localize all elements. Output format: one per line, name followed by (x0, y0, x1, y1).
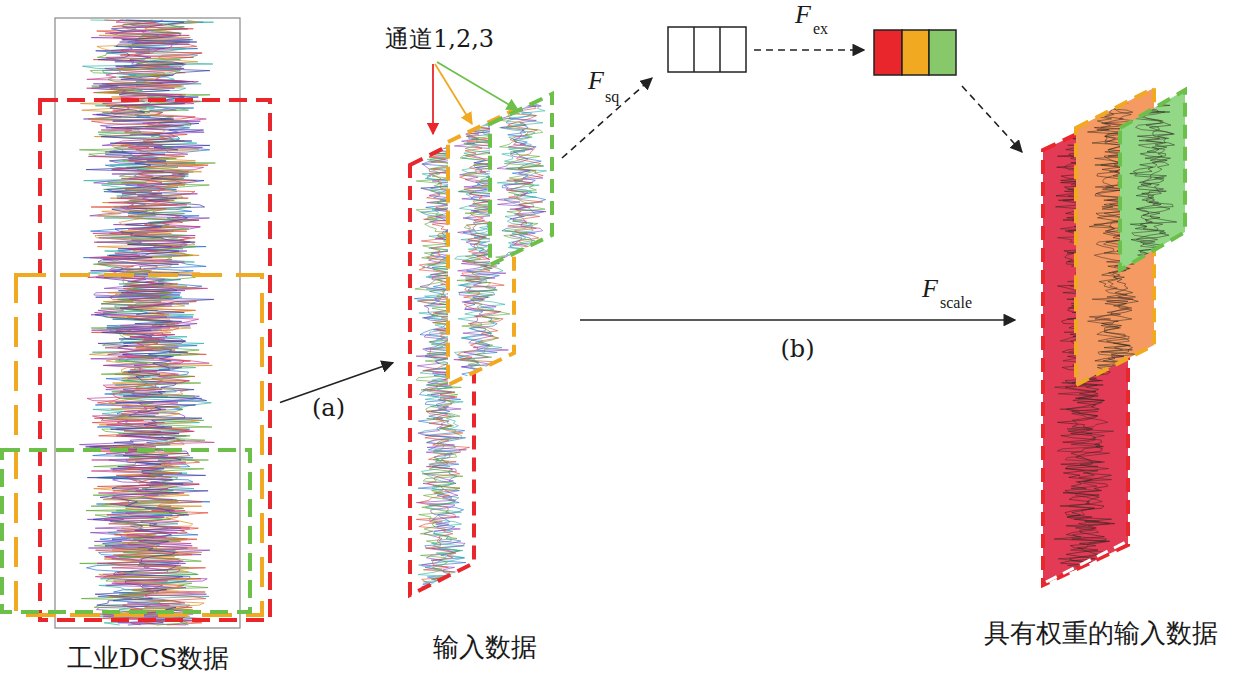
pointer-red (432, 64, 434, 134)
operator-subscript: scale (940, 294, 972, 312)
signal-trace (506, 94, 543, 264)
channel-traces (1128, 90, 1177, 268)
weight-arrow (962, 86, 1022, 152)
signal-trace (87, 20, 215, 625)
cell-divider (719, 27, 721, 72)
weight-cell-green (929, 30, 956, 75)
window-orange (16, 275, 262, 615)
signal-trace (83, 20, 214, 625)
operator-symbol: F (795, 0, 811, 30)
channel-outline (490, 94, 552, 265)
excite-arrow (754, 49, 864, 51)
signal-strip (55, 18, 240, 628)
weight-cell-red (874, 30, 902, 75)
weight-cell-orange (902, 30, 929, 75)
squeeze-vector (668, 27, 746, 72)
signal-trace (1128, 90, 1176, 268)
channel-stacks (410, 88, 1185, 595)
channel-outline (1120, 90, 1185, 270)
squeeze-arrow (562, 78, 652, 158)
window-green (2, 450, 250, 612)
cell-divider (693, 27, 695, 72)
signal-noise (79, 20, 215, 625)
operator-symbol: F (922, 274, 938, 304)
window-red (40, 100, 270, 620)
caption: 工业DCS数据 (67, 643, 230, 674)
channel-bottom (1046, 542, 1126, 582)
input-stack: 输入数据 (405, 95, 555, 600)
caption: 具有权重的输入数据 (984, 618, 1218, 649)
signal-trace (79, 20, 215, 625)
operator-symbol: F (588, 66, 604, 96)
operator-subscript: sq (605, 88, 619, 106)
step-label: (a) (312, 395, 345, 423)
dcs-data-panel: 工业DCS数据 (0, 15, 272, 630)
pointer-green (437, 62, 518, 110)
channel-fill (490, 94, 552, 265)
signal-trace (86, 20, 214, 625)
operator-subscript: ex (813, 20, 828, 38)
weighted-stack: 具有权重的输入数据 (1040, 85, 1195, 590)
flow-arrow (580, 319, 1015, 321)
pointer-orange (435, 64, 472, 124)
caption: 输入数据 (433, 632, 537, 663)
channel-fill (1120, 90, 1185, 270)
step-label: (b) (780, 336, 814, 364)
channel-label: 通道1,2,3 (385, 26, 494, 54)
